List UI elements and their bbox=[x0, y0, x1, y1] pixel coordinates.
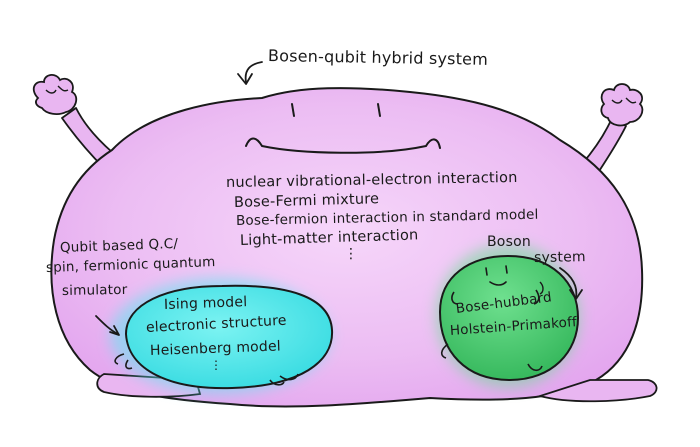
blob-face bbox=[245, 103, 441, 154]
interaction-ellipsis: ⋮ bbox=[344, 246, 359, 262]
qubit-model-item: Ising model bbox=[163, 294, 248, 313]
boson-system-label: system bbox=[533, 249, 586, 266]
boson-system-label: Boson bbox=[487, 234, 531, 250]
left-eye bbox=[291, 103, 295, 117]
left-arm bbox=[32, 74, 113, 169]
boson-arrow bbox=[559, 267, 578, 299]
qubit-model-ellipsis: ⋮ bbox=[210, 358, 223, 372]
interaction-item: Bose-Fermi mixture bbox=[233, 191, 380, 211]
system-title: Bosen-qubit hybrid system bbox=[267, 46, 489, 69]
mouth bbox=[245, 137, 441, 154]
title-arrow bbox=[244, 61, 263, 83]
right-fist bbox=[600, 83, 644, 127]
left-fist bbox=[32, 74, 78, 115]
qubit-system-label: simulator bbox=[61, 281, 128, 299]
qubit-system-cell bbox=[124, 284, 334, 390]
right-arm bbox=[581, 83, 644, 177]
right-eye bbox=[377, 103, 381, 117]
